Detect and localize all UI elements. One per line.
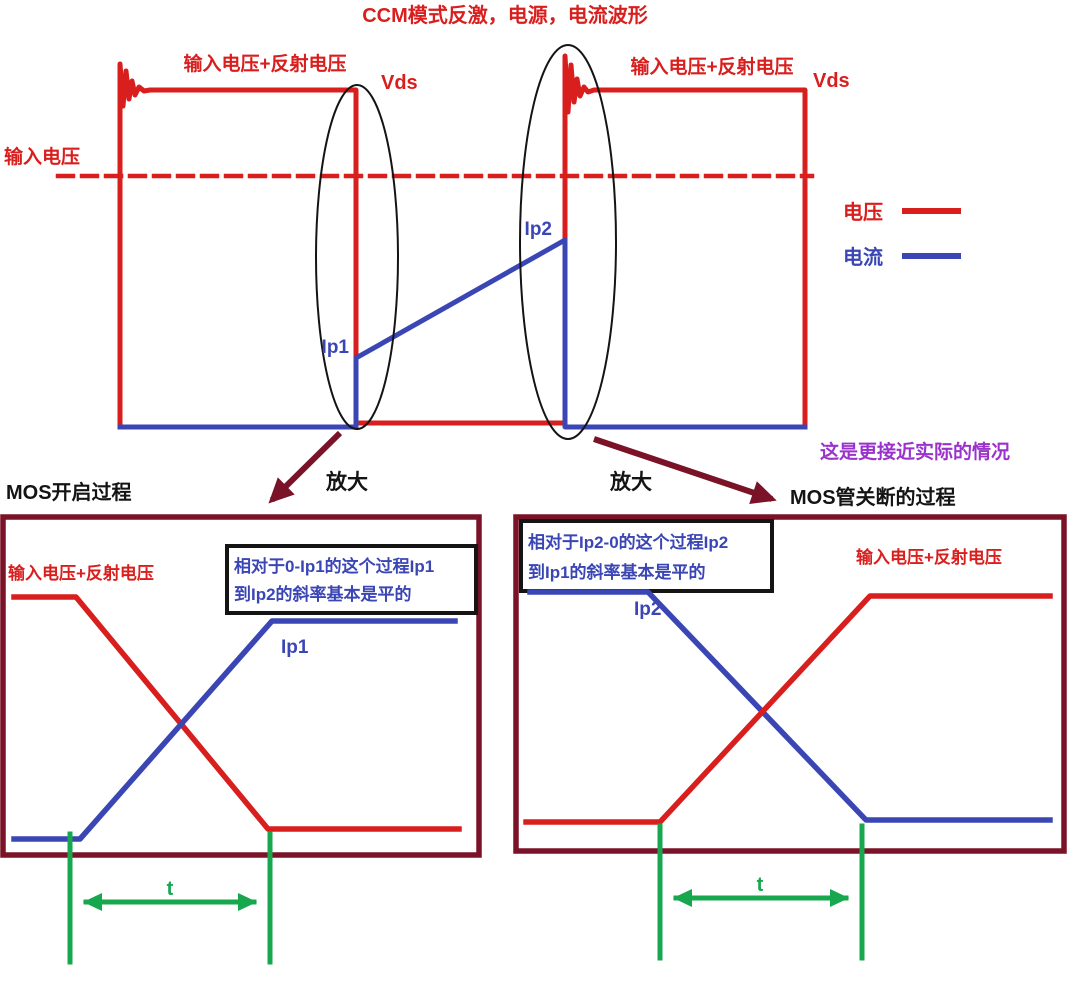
ip1-label-top: Ip1 bbox=[322, 337, 350, 358]
turn-on-current-trace bbox=[11, 618, 458, 842]
turn-on-note-line2: 到Ip2的斜率基本是平的 bbox=[234, 584, 412, 604]
page-title: CCM模式反激，电源，电流波形 bbox=[362, 3, 648, 27]
input-voltage-label: 输入电压 bbox=[4, 145, 80, 168]
turn-off-vin-reflected-label: 输入电压+反射电压 bbox=[856, 547, 1002, 567]
turn-off-ip2-label: Ip2 bbox=[634, 599, 661, 620]
zoom-label-left: 放大 bbox=[325, 470, 368, 494]
zoom-arrow-right bbox=[593, 436, 777, 504]
ip2-label-top: Ip2 bbox=[525, 219, 552, 240]
turn-off-note-line1: 相对于Ip2-0的这个过程Ip2 bbox=[528, 532, 728, 552]
zoom-label-right: 放大 bbox=[609, 470, 652, 494]
current-trace bbox=[117, 237, 808, 430]
realistic-note: 这是更接近实际的情况 bbox=[820, 440, 1010, 463]
turn-on-ip1-label: Ip1 bbox=[281, 637, 309, 658]
turn-on-note-box bbox=[225, 544, 478, 615]
turn-on-note-line1: 相对于0-Ip1的这个过程Ip1 bbox=[234, 556, 434, 576]
voltage-trace bbox=[117, 53, 808, 427]
turn-off-time-markers: t bbox=[657, 823, 865, 961]
vin-reflected-label-right: 输入电压+反射电压 bbox=[630, 55, 793, 78]
turn-off-current-trace bbox=[527, 589, 1053, 823]
vin-reflected-label-left: 输入电压+反射电压 bbox=[183, 52, 346, 75]
zoom-annotations: 放大 放大 这是更接近实际的情况 MOS开启过程 MOS管关断的过程 bbox=[6, 430, 1010, 509]
time-label: t bbox=[167, 878, 174, 900]
turn-off-panel: 相对于Ip2-0的这个过程Ip2 到Ip1的斜率基本是平的 输入电压+反射电压 … bbox=[513, 514, 1067, 961]
time-label: t bbox=[757, 874, 764, 896]
highlight-ellipse-turn-on bbox=[315, 84, 399, 430]
vds-label-right: Vds bbox=[813, 70, 850, 92]
turn-on-panel: 输入电压+反射电压 相对于0-Ip1的这个过程Ip1 到Ip2的斜率基本是平的 … bbox=[0, 514, 482, 965]
top-waveform: 输入电压+反射电压 Vds 输入电压+反射电压 Vds 输入电压 Ip1 Ip2… bbox=[4, 44, 961, 440]
zoom-arrow-left bbox=[268, 430, 343, 504]
legend: 电压 电流 bbox=[843, 201, 961, 269]
turn-off-panel-title: MOS管关断的过程 bbox=[790, 485, 956, 509]
turn-on-panel-title: MOS开启过程 bbox=[6, 480, 132, 504]
turn-on-panel-border bbox=[0, 514, 482, 858]
legend-voltage-label: 电压 bbox=[843, 201, 883, 224]
turn-on-vin-reflected-label: 输入电压+反射电压 bbox=[8, 563, 154, 583]
highlight-ellipse-turn-off bbox=[519, 44, 617, 440]
turn-on-voltage-trace bbox=[11, 594, 462, 832]
turn-off-voltage-trace bbox=[523, 593, 1053, 825]
turn-off-panel-border bbox=[513, 514, 1067, 854]
vds-label-left: Vds bbox=[381, 72, 418, 94]
turn-on-time-markers: t bbox=[67, 831, 273, 965]
legend-current-label: 电流 bbox=[843, 245, 883, 269]
turn-off-note-line2: 到Ip1的斜率基本是平的 bbox=[528, 562, 706, 582]
